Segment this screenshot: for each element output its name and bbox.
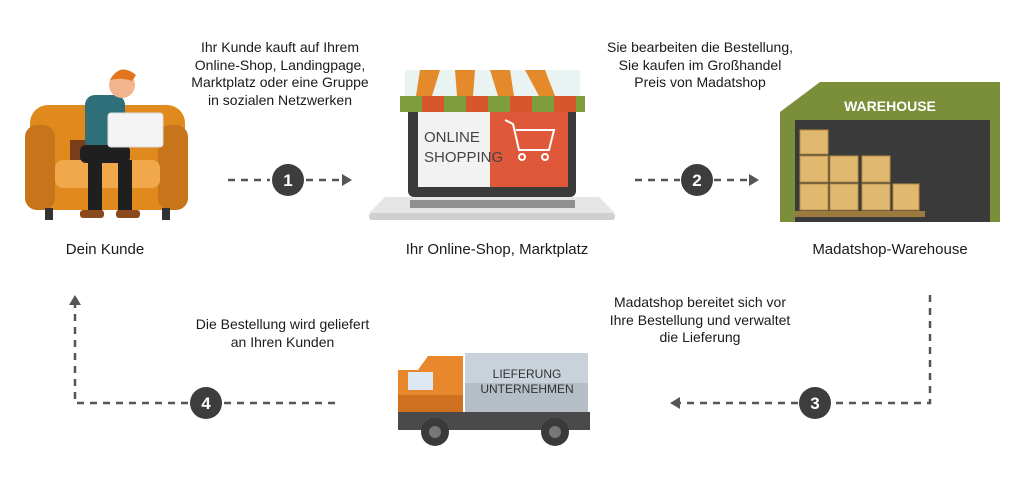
- arrow-right-icon: [749, 174, 759, 186]
- screen-text-line-1: ONLINE: [424, 129, 480, 146]
- arrowheads: [69, 174, 759, 409]
- text-line: Die Bestellung wird geliefert: [195, 316, 370, 332]
- arrow-up-icon: [69, 295, 81, 305]
- online-shop-laptop-illustration: [369, 70, 615, 220]
- step-4-number: 4: [201, 394, 211, 413]
- step-1-number: 1: [283, 171, 292, 190]
- step-1-description: Ihr Kunde kauft auf Ihrem Online-Shop, L…: [170, 39, 390, 109]
- text-line: in sozialen Netzwerken: [208, 91, 352, 108]
- step-3-circle: [799, 387, 831, 419]
- arrow-left-icon: [670, 397, 680, 409]
- warehouse-sign: WAREHOUSE: [844, 98, 936, 114]
- step-3-number: 3: [810, 394, 819, 413]
- step-2-number: 2: [692, 171, 701, 190]
- text-line: Sie kaufen im Großhandel: [618, 56, 782, 73]
- text-line: Madatshop bereitet sich vor: [614, 294, 786, 310]
- text-line: Ihre Bestellung und verwaltet: [609, 311, 791, 328]
- step-circles: [190, 164, 831, 419]
- text-line: an Ihren Kunden: [230, 333, 335, 350]
- text-line: Marktplatz oder eine Gruppe: [191, 74, 369, 90]
- text-line: Ihr Kunde kauft auf Ihrem: [201, 39, 359, 55]
- delivery-truck-illustration: [398, 353, 590, 446]
- truck-text-line-2: UNTERNEHMEN: [480, 382, 573, 396]
- connector-3a: [832, 295, 932, 405]
- cart-icon: [504, 119, 556, 161]
- screen-text-line-2: SHOPPING: [424, 149, 503, 166]
- step-3-description: Madatshop bereitet sich vor Ihre Bestell…: [580, 294, 820, 347]
- arrow-right-icon: [342, 174, 352, 186]
- awning: [400, 70, 585, 112]
- truck-text-line-1: LIEFERUNG: [493, 367, 562, 381]
- step-4-description: Die Bestellung wird geliefert an Ihren K…: [170, 316, 395, 351]
- warehouse-illustration: [780, 82, 1000, 222]
- flow-connectors: [73, 178, 932, 405]
- text-line: Online-Shop, Landingpage,: [194, 56, 366, 73]
- step-4-circle: [190, 387, 222, 419]
- step-1-circle: [272, 164, 304, 196]
- text-line: die Lieferung: [659, 329, 741, 345]
- text-line: Sie bearbeiten die Bestellung,: [606, 39, 794, 55]
- customer-illustration: [25, 69, 188, 220]
- step-2-circle: [681, 164, 713, 196]
- step-2-description: Sie bearbeiten die Bestellung, Sie kaufe…: [580, 39, 820, 92]
- customer-label: Dein Kunde: [65, 241, 145, 258]
- shop-label: Ihr Online-Shop, Marktplatz: [405, 241, 589, 258]
- text-line: Preis von Madatshop: [634, 74, 766, 90]
- warehouse-label: Madatshop-Warehouse: [812, 241, 968, 258]
